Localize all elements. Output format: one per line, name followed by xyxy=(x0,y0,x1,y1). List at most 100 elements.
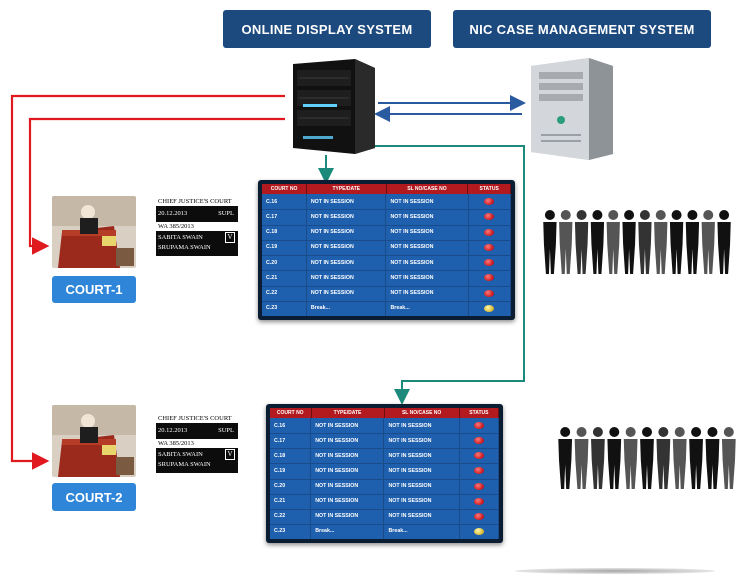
status-light-icon xyxy=(484,198,495,206)
status-light-icon xyxy=(484,228,495,236)
person-silhouette-icon xyxy=(591,427,605,489)
board1-cell-status xyxy=(469,270,511,286)
red-arrow-court2 xyxy=(10,94,285,470)
board2-cell-court: C.21 xyxy=(270,493,312,509)
board2-cell-status xyxy=(460,433,499,449)
status-light-icon xyxy=(474,512,484,520)
board2-cell-type: NOT IN SESSION xyxy=(311,508,385,524)
person-silhouette-icon xyxy=(638,210,652,274)
person-silhouette-icon xyxy=(559,210,573,274)
board1-cell-case: NOT IN SESSION xyxy=(386,209,469,225)
court1-button[interactable]: COURT-1 xyxy=(52,276,136,303)
red-arrow-court1 xyxy=(28,117,285,255)
teal-arrow-board2 xyxy=(370,145,525,405)
status-light-icon xyxy=(484,289,495,297)
person-silhouette-icon xyxy=(622,210,636,274)
board2-col-header: TYPE/DATE xyxy=(312,408,385,418)
board1-cell-case: NOT IN SESSION xyxy=(386,224,469,240)
status-light-icon xyxy=(484,243,495,251)
court2-date: 20.12.2013 xyxy=(158,427,188,434)
board2-cell-court: C.20 xyxy=(270,478,312,494)
board1-cell-status xyxy=(469,209,511,225)
board2-cell-status xyxy=(460,523,499,539)
board2-cell-case: NOT IN SESSION xyxy=(384,478,461,494)
board2-cell-case: NOT IN SESSION xyxy=(384,463,461,479)
court2-display: CHIEF JUSTICE'S COURT 20.12.2013 SUPL WA… xyxy=(156,414,238,473)
board1-col-header: STATUS xyxy=(468,184,511,194)
board2-cell-status xyxy=(460,448,499,464)
court1-mark: V xyxy=(225,232,235,243)
board2-cell-status xyxy=(460,418,499,434)
board2-col-header: SL NO/CASE NO xyxy=(385,408,460,418)
board1-cell-type: Break... xyxy=(307,300,387,316)
person-silhouette-icon xyxy=(656,427,671,489)
court2-judge-image xyxy=(52,405,136,477)
nic-case-management-header: NIC CASE MANAGEMENT SYSTEM xyxy=(453,10,711,48)
person-silhouette-icon xyxy=(606,210,620,274)
court2-party1: SABITA SWAIN xyxy=(158,451,203,458)
court1-list: SUPL xyxy=(218,210,234,217)
court1-court-name: CHIEF JUSTICE'S COURT xyxy=(156,197,238,206)
status-light-icon xyxy=(474,467,484,475)
board2-cell-court: C.19 xyxy=(270,463,312,479)
person-silhouette-icon xyxy=(607,427,622,489)
board2-col-header: COURT NO xyxy=(270,408,312,418)
status-light-icon xyxy=(484,259,495,267)
people-silhouettes-1 xyxy=(543,210,731,274)
server-icon xyxy=(293,59,375,154)
board2-cell-status xyxy=(460,508,499,524)
status-light-icon xyxy=(484,304,495,312)
board1-cell-court: C.22 xyxy=(262,285,307,301)
status-light-icon xyxy=(474,437,484,445)
board1-cell-case: NOT IN SESSION xyxy=(386,270,469,286)
board2-cell-type: NOT IN SESSION xyxy=(311,463,385,479)
person-silhouette-icon xyxy=(685,210,700,274)
board1-cell-case: Break... xyxy=(386,300,469,316)
court1-case-no: WA 385/2013 xyxy=(156,222,238,231)
board1-cell-court: C.23 xyxy=(262,300,307,316)
board1-cell-court: C.19 xyxy=(262,239,307,255)
board1-cell-status xyxy=(469,285,511,301)
board2-cell-status xyxy=(460,493,499,509)
online-display-system-header: ONLINE DISPLAY SYSTEM xyxy=(223,10,431,48)
board1-cell-case: NOT IN SESSION xyxy=(386,285,469,301)
board1-cell-type: NOT IN SESSION xyxy=(307,194,387,210)
status-light-icon xyxy=(484,213,495,221)
board1-cell-case: NOT IN SESSION xyxy=(386,255,469,271)
court1-display: CHIEF JUSTICE'S COURT 20.12.2013 SUPL WA… xyxy=(156,197,238,256)
board2-cell-status xyxy=(460,478,499,494)
board1-cell-type: NOT IN SESSION xyxy=(307,255,387,271)
board1-cell-case: NOT IN SESSION xyxy=(386,239,469,255)
court2-mark: V xyxy=(225,449,235,460)
pc-tower-icon xyxy=(531,58,613,160)
court1-party1: SABITA SWAIN xyxy=(158,234,203,241)
board1-cell-court: C.17 xyxy=(262,209,307,225)
court2-button[interactable]: COURT-2 xyxy=(52,483,136,511)
board2-cell-type: NOT IN SESSION xyxy=(311,493,385,509)
person-silhouette-icon xyxy=(558,427,573,489)
board2-cell-court: C.22 xyxy=(270,508,312,524)
person-silhouette-icon xyxy=(543,210,557,274)
court2-court-name: CHIEF JUSTICE'S COURT xyxy=(156,414,238,423)
person-silhouette-icon xyxy=(623,427,638,489)
board1-col-header: TYPE/DATE xyxy=(307,184,387,194)
board2-cell-court: C.16 xyxy=(270,418,312,434)
board1-cell-type: NOT IN SESSION xyxy=(307,239,387,255)
status-light-icon xyxy=(474,482,484,490)
